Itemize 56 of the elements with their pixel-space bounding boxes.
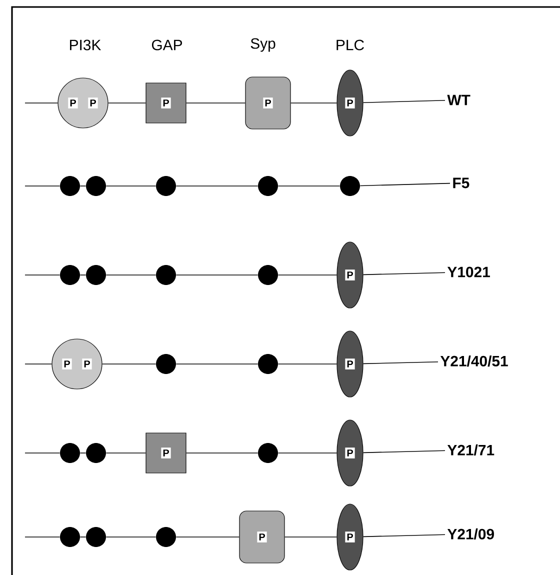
filled-dot [86,265,106,285]
row-label: Y1021 [447,266,490,278]
connector-line [186,102,246,104]
connector-line [278,274,338,276]
connector-line [176,536,240,538]
row-label: WT [447,94,470,106]
filled-dot [60,176,80,196]
filled-dot [156,354,176,374]
row-label: Y21/09 [447,528,494,540]
connector-line [278,452,338,454]
connector-line [24,274,60,276]
filled-dot [60,527,80,547]
filled-dot [258,443,278,463]
domain-square: P [146,432,186,474]
domain-square: P [146,82,186,124]
connector-line [106,274,156,276]
connector-line [108,102,146,104]
connector-line [362,100,446,104]
connector-line [362,272,446,276]
filled-dot [258,354,278,374]
connector-line [80,536,86,538]
connector-line [362,361,438,364]
filled-dot [340,176,360,196]
connector-line [176,274,258,276]
column-heading: GAP [152,40,182,50]
connector-line [24,102,58,104]
filled-dot [86,176,106,196]
connector-line [290,102,338,104]
domain-rounded-square: P [239,510,285,564]
filled-dot [156,527,176,547]
column-heading: PLC [336,40,364,50]
filled-dot [60,443,80,463]
connector-line [362,534,446,538]
filled-dot [156,176,176,196]
connector-line [80,452,86,454]
row-label: Y21/71 [447,444,494,456]
connector-line [186,452,258,454]
connector-line [106,536,156,538]
filled-dot [60,265,80,285]
connector-line [106,452,146,454]
connector-line [24,452,60,454]
connector-line [362,450,446,454]
filled-dot [86,527,106,547]
filled-dot [156,265,176,285]
domain-rounded-square: P [245,76,291,130]
filled-dot [86,443,106,463]
row-label: Y21/40/51 [440,355,508,367]
connector-line [284,536,338,538]
filled-dot [258,265,278,285]
connector-line [80,274,86,276]
connector-line [360,182,450,186]
filled-dot [258,176,278,196]
column-heading: PI3K [70,40,102,50]
column-heading: Syp [250,38,276,52]
connector-line [24,536,60,538]
row-label: F5 [453,178,470,188]
